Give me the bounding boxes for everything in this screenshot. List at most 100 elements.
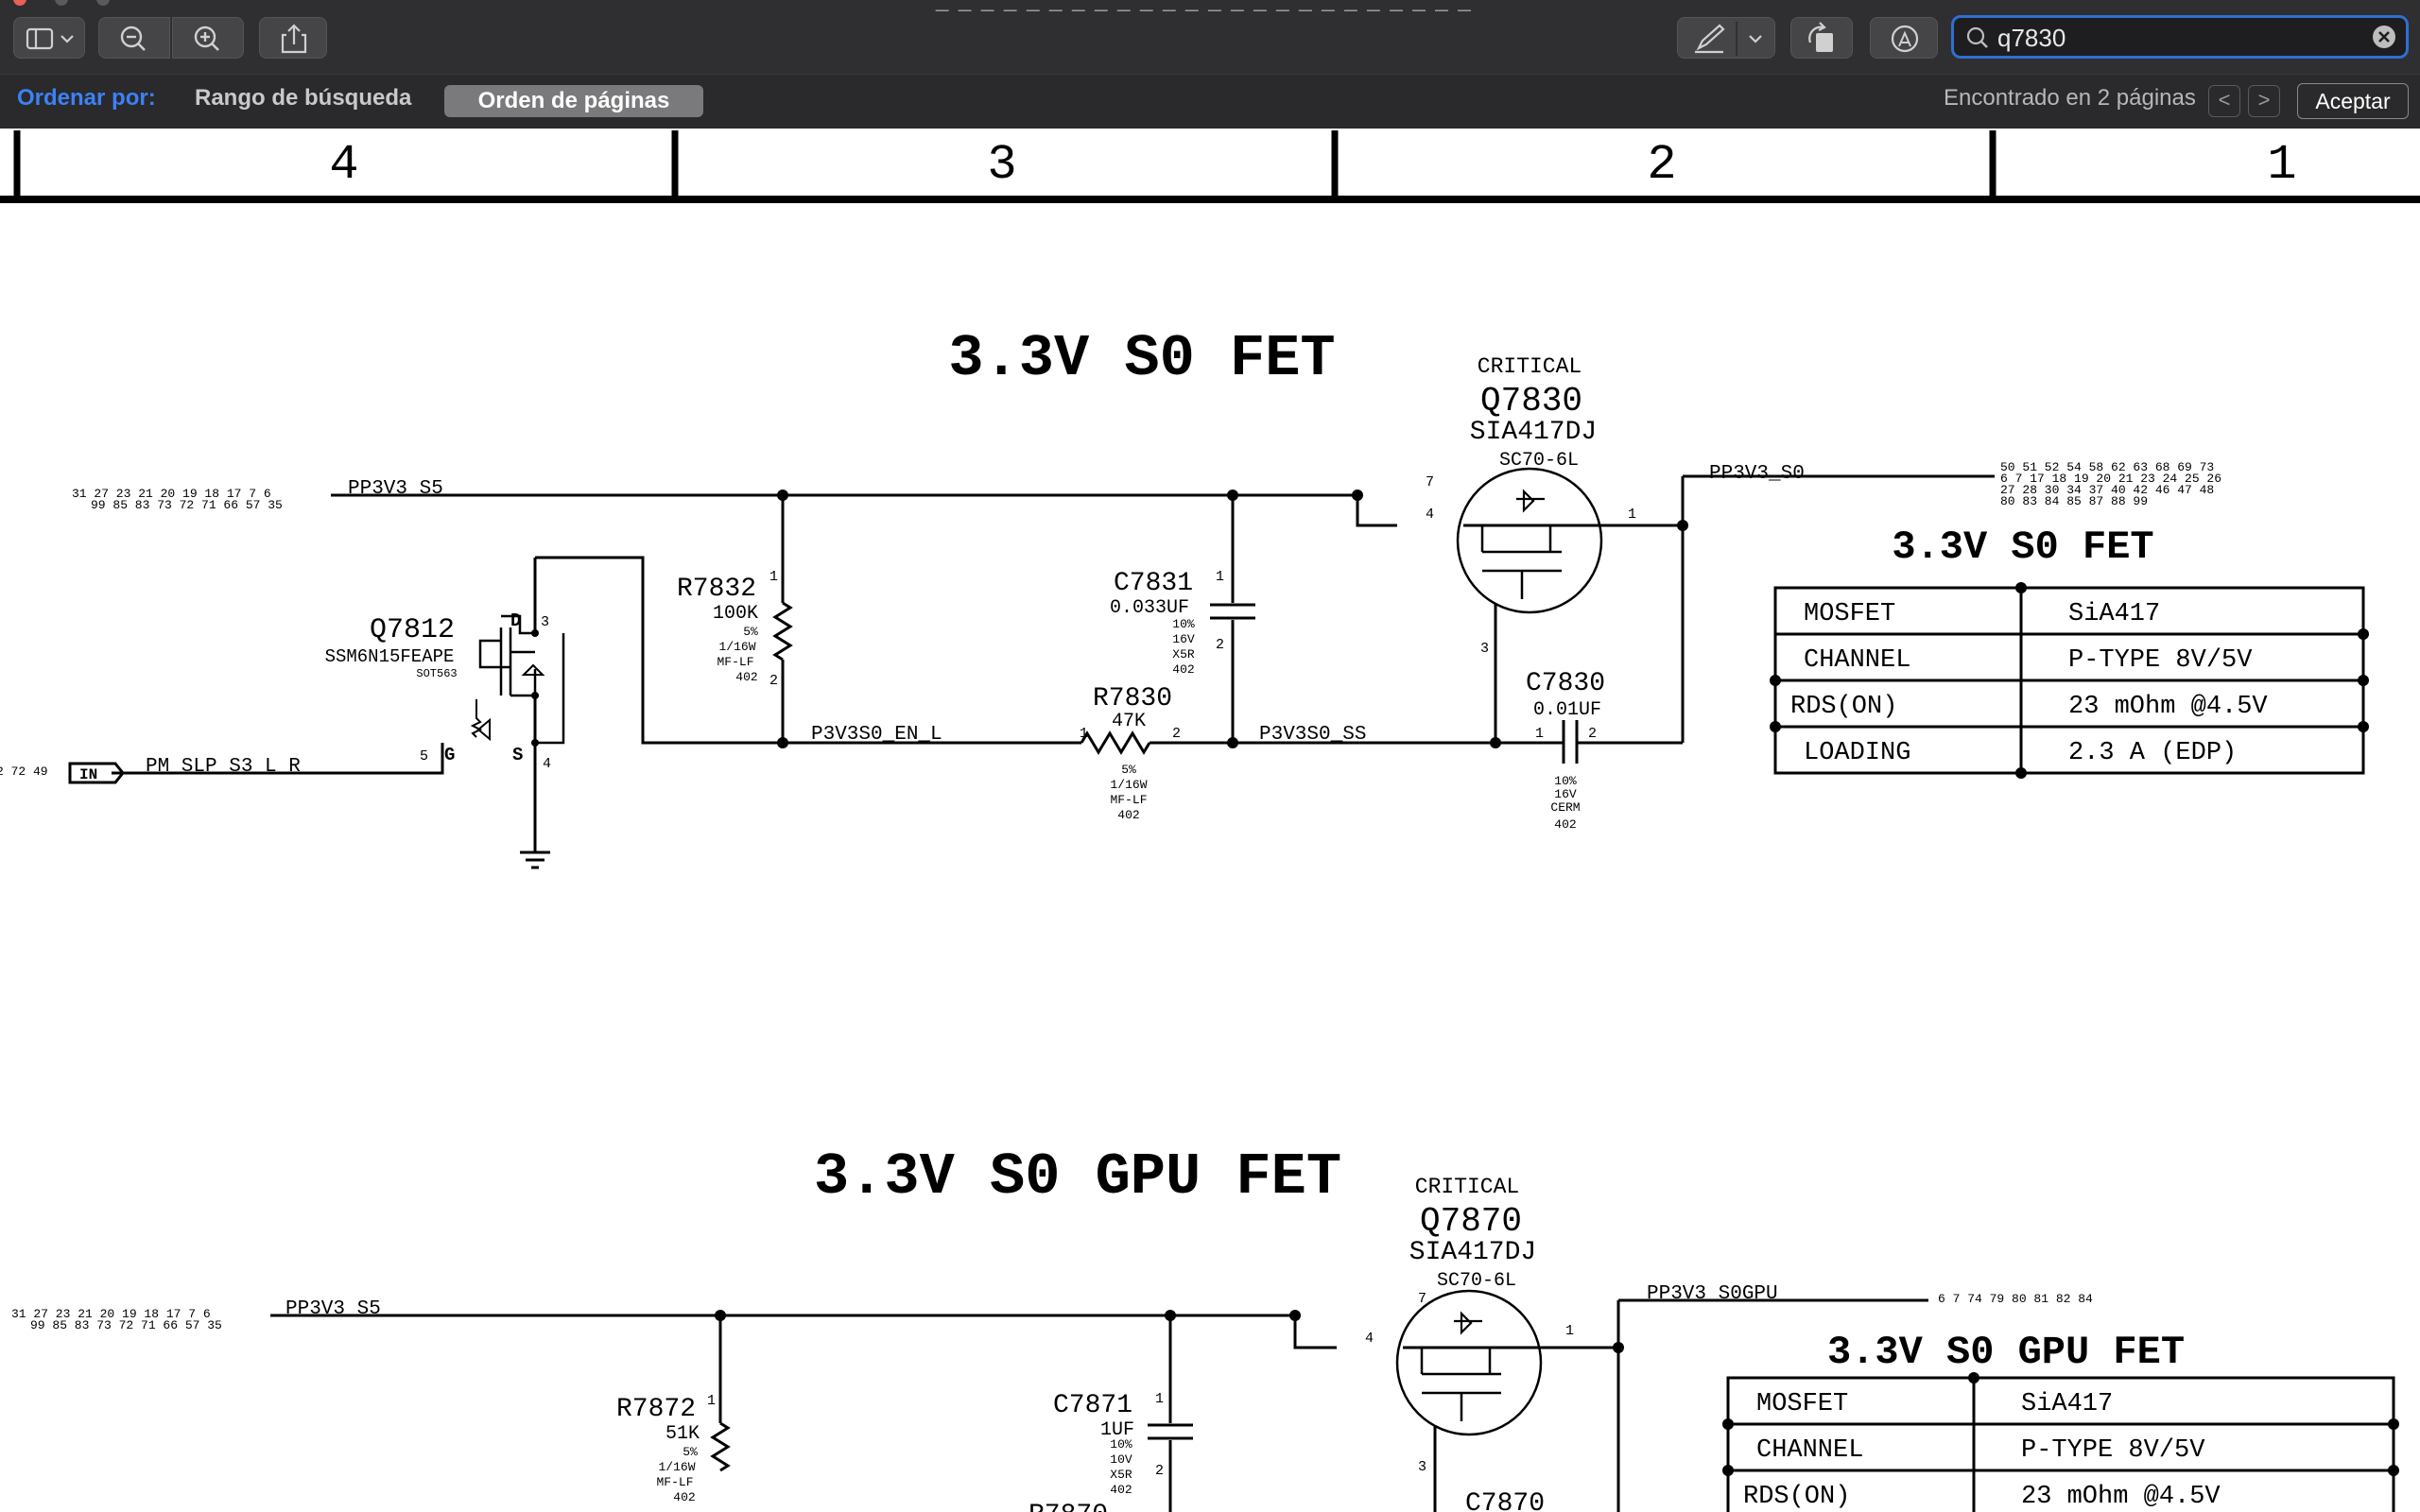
table-cell: CHANNEL [1756, 1436, 1863, 1465]
markup-button[interactable] [1677, 17, 1775, 59]
sidebar-icon [26, 27, 74, 50]
svg-text:S: S [512, 745, 523, 765]
column-number: 1 [2267, 137, 2296, 193]
component-package: SC70-6L [1437, 1270, 1516, 1292]
chevron-down-icon [1749, 35, 1762, 43]
critical-label: CRITICAL [1478, 354, 1582, 379]
page-ref: 80 83 84 85 87 88 99 [2000, 494, 2148, 508]
page-ref: 31 27 23 21 20 19 18 17 7 6 [72, 487, 271, 501]
share-icon [281, 24, 307, 54]
component-spec: 16V [1172, 632, 1195, 646]
component-ref: C7831 [1114, 569, 1193, 598]
sidebar-toggle-button[interactable] [13, 17, 85, 59]
rotate-button[interactable] [1790, 17, 1853, 59]
component-spec: 402 [735, 670, 757, 684]
page-ref: 6 7 17 18 19 20 21 23 24 25 26 [2000, 472, 2221, 486]
component-ref: R7872 [616, 1395, 696, 1424]
share-button[interactable] [259, 17, 327, 59]
component-value: 0.01UF [1533, 699, 1601, 721]
net-label: PP3V3_S5 [285, 1298, 381, 1320]
component-spec: 5% [743, 625, 758, 639]
column-number: 4 [329, 137, 358, 193]
component-spec: 16V [1554, 787, 1577, 801]
svg-text:4: 4 [543, 756, 551, 772]
component-ref: C7870 [1465, 1489, 1545, 1512]
table-cell: SiA417 [2068, 600, 2160, 628]
component-spec: 1/16W [658, 1460, 695, 1474]
component-spec: 1/16W [1110, 778, 1147, 792]
annotate-icon [1891, 25, 1919, 53]
net-label: P3V3S0_EN_L [811, 724, 942, 746]
svg-text:1: 1 [1535, 726, 1544, 742]
search-field[interactable]: q7830 [1951, 15, 2409, 59]
zoom-in-icon [194, 26, 219, 51]
section-title: 3.3V S0 FET [948, 325, 1335, 392]
svg-text:1: 1 [1080, 726, 1088, 742]
component-spec: 1/16W [718, 640, 755, 654]
clear-search-icon[interactable] [2368, 18, 2400, 56]
minimize-window-button[interactable] [55, 0, 68, 6]
zoom-out-button[interactable] [98, 17, 170, 59]
next-result-button[interactable]: > [2248, 85, 2280, 117]
svg-text:1: 1 [1565, 1323, 1574, 1339]
column-number: 2 [1647, 137, 1676, 193]
zoom-out-icon [120, 26, 146, 51]
page-ref: 99 85 83 73 72 71 66 57 35 [30, 1318, 222, 1332]
toolbar: _ _ _ _ _ _ _ _ _ _ _ _ _ _ _ _ _ _ _ _ … [0, 0, 2420, 74]
svg-text:1: 1 [1216, 569, 1224, 585]
svg-text:7: 7 [1418, 1291, 1426, 1307]
svg-text:3: 3 [541, 614, 549, 630]
sort-search-range-button[interactable]: Rango de búsqueda [195, 85, 412, 111]
component-spec: 402 [673, 1490, 695, 1504]
svg-text:2: 2 [1216, 637, 1224, 653]
component-value: 0.033UF [1110, 597, 1189, 619]
zoom-window-button[interactable] [96, 0, 110, 6]
component-value: 1UF [1100, 1419, 1134, 1441]
svg-text:4: 4 [1365, 1331, 1374, 1347]
previous-result-button[interactable]: < [2208, 85, 2240, 117]
zoom-in-button[interactable] [172, 17, 244, 59]
close-window-button[interactable] [13, 0, 26, 6]
page-ref: 2 72 49 [0, 765, 48, 779]
svg-text:5: 5 [420, 748, 428, 765]
table-cell: CHANNEL [1804, 646, 1910, 675]
page-ref: 99 85 83 73 72 71 66 57 35 [91, 498, 283, 512]
page-ref: 27 28 30 34 37 40 42 46 47 48 [2000, 483, 2214, 497]
component-spec: MF-LF [656, 1475, 693, 1489]
component-ref: Q7870 [1420, 1202, 1522, 1241]
table-cell: P-TYPE 8V/5V [2021, 1436, 2205, 1465]
find-bar [0, 74, 2420, 129]
table-cell: 23 mOhm @4.5V [2021, 1483, 2221, 1511]
table-cell: MOSFET [1804, 600, 1895, 628]
component-ref: R7832 [677, 575, 756, 604]
document-view[interactable]: 4 3 2 1 3.3V S0 FET 3.3V S0 GPU FET CRIT… [0, 129, 2420, 1512]
sort-page-order-button[interactable]: Orden de páginas [444, 85, 703, 117]
accept-button[interactable]: Aceptar [2297, 83, 2409, 119]
component-package: SC70-6L [1499, 450, 1579, 472]
search-input[interactable]: q7830 [1997, 24, 2066, 52]
found-count: Encontrado en 2 páginas [1944, 85, 2196, 111]
component-value: 100K [713, 603, 758, 625]
table-cell: RDS(ON) [1743, 1483, 1850, 1511]
component-spec: MF-LF [1110, 793, 1147, 807]
table-cell: P-TYPE 8V/5V [2068, 646, 2253, 675]
column-number: 3 [987, 137, 1016, 193]
pen-markup-icon [1695, 22, 1762, 56]
component-spec: 10% [1554, 774, 1577, 788]
net-label: PP3V3_S0GPU [1647, 1283, 1778, 1305]
svg-text:1: 1 [1155, 1391, 1164, 1407]
component-spec: 5% [683, 1445, 698, 1459]
component-ref: C7830 [1526, 669, 1605, 698]
svg-text:1: 1 [1628, 507, 1636, 523]
component-spec: 10% [1110, 1437, 1132, 1452]
svg-text:7: 7 [1426, 474, 1434, 490]
component-ref: C7871 [1053, 1391, 1132, 1420]
svg-text:G: G [444, 745, 455, 765]
section-title: 3.3V S0 GPU FET [814, 1143, 1341, 1211]
component-ref: Q7830 [1480, 382, 1582, 421]
window-title: _ _ _ _ _ _ _ _ _ _ _ _ _ _ _ _ _ _ _ _ … [936, 0, 1473, 13]
annotate-button[interactable] [1870, 17, 1938, 59]
net-label: PM_SLP_S3_L_R [146, 756, 301, 778]
component-spec: X5R [1172, 647, 1195, 662]
component-package: SOT563 [416, 667, 457, 680]
